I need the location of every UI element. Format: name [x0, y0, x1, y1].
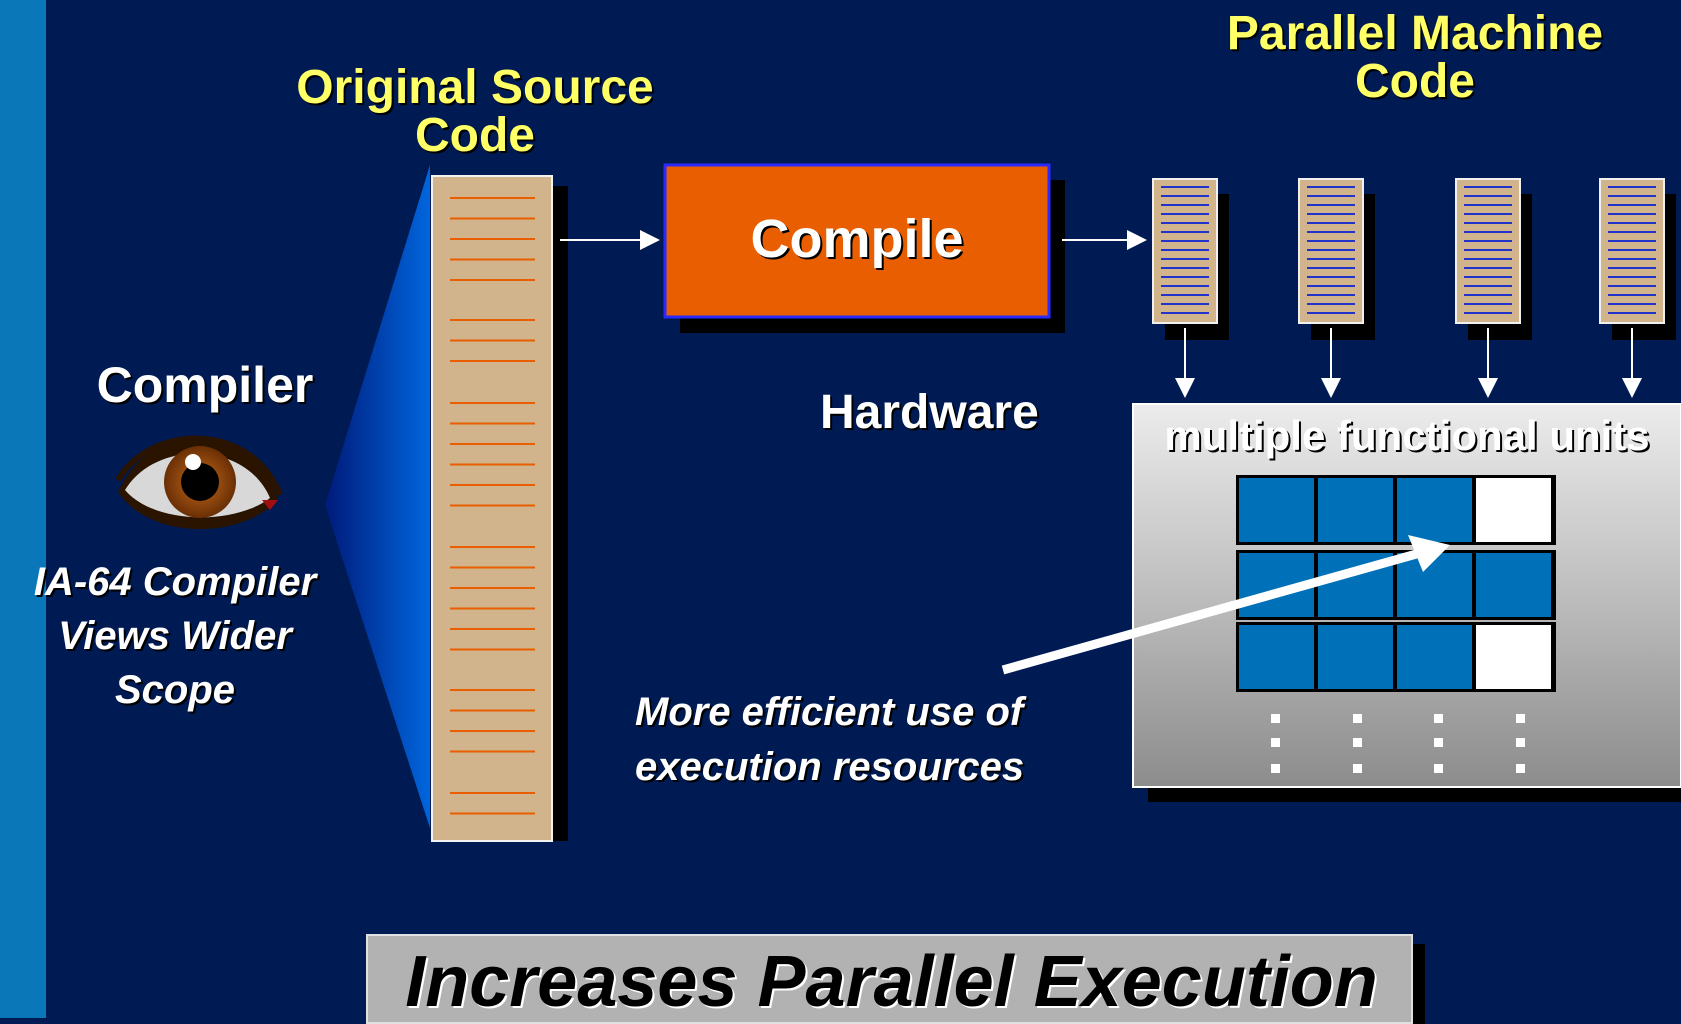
- ellipsis-dot: [1434, 738, 1443, 747]
- ellipsis-dot: [1516, 764, 1525, 773]
- functional-unit-cell: [1316, 623, 1395, 691]
- compile-box: [663, 163, 1065, 333]
- functional-unit-cell: [1395, 551, 1474, 619]
- source-code-paper: [431, 175, 568, 842]
- functional-unit-cell: [1395, 623, 1474, 691]
- machine-code-strip: [1455, 178, 1532, 340]
- functional-unit-cell: [1474, 551, 1553, 619]
- bottom-banner-text: Increases Parallel Execution: [405, 942, 1378, 1022]
- ellipsis-dot: [1353, 738, 1362, 747]
- compile-label: Compile: [750, 209, 964, 269]
- ellipsis-dot: [1271, 714, 1280, 723]
- efficiency-caption: More efficient use of execution resource…: [635, 690, 1025, 789]
- parallel-machine-code-title: Parallel Machine Code: [1226, 7, 1604, 108]
- ellipsis-dot: [1434, 714, 1443, 723]
- functional-unit-cell: [1474, 476, 1553, 544]
- functional-unit-cell: [1237, 476, 1316, 544]
- functional-unit-cell: [1395, 476, 1474, 544]
- functional-unit-cell: [1316, 476, 1395, 544]
- functional-unit-cell: [1237, 623, 1316, 691]
- ia64-compiler-caption: IA-64 Compiler Views Wider Scope: [33, 560, 317, 712]
- ellipsis-dot: [1353, 764, 1362, 773]
- ellipsis-dot: [1271, 738, 1280, 747]
- hardware-label: Hardware: [820, 386, 1039, 439]
- ellipsis-dot: [1434, 764, 1443, 773]
- multiple-functional-units-label: multiple functional units: [1164, 412, 1650, 459]
- original-source-code-title: Original Source Code: [296, 61, 654, 162]
- machine-code-strip: [1298, 178, 1375, 340]
- machine-code-strip: [1152, 178, 1229, 340]
- accent-strip: [0, 0, 46, 1018]
- machine-code-strip: [1599, 178, 1676, 340]
- ellipsis-dot: [1271, 764, 1280, 773]
- eye-icon: [115, 435, 283, 530]
- efficiency-arrow: [1001, 535, 1450, 675]
- bottom-banner: Increases Parallel Execution: [366, 934, 1413, 1024]
- ellipsis-dot: [1516, 714, 1525, 723]
- functional-unit-cell: [1474, 623, 1553, 691]
- view-beam: [325, 165, 430, 828]
- compiler-label: Compiler: [96, 357, 314, 413]
- ellipsis-dot: [1353, 714, 1362, 723]
- ellipsis-dot: [1516, 738, 1525, 747]
